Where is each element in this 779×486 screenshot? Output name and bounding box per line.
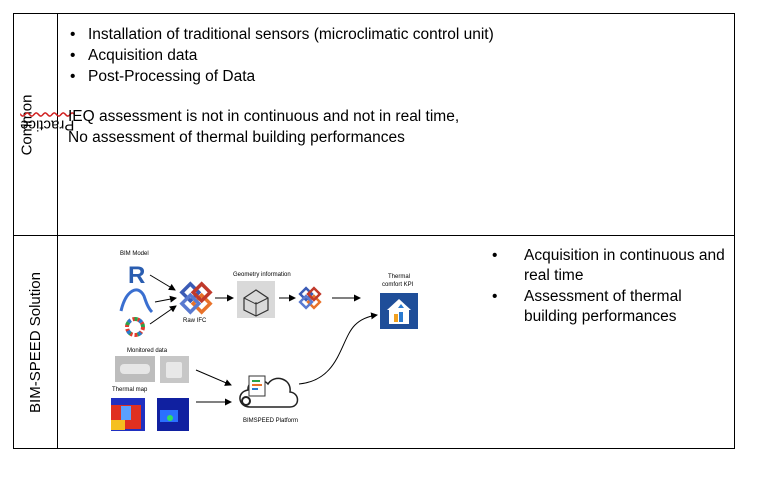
column-divider bbox=[57, 14, 58, 448]
kpi-label-line2: comfort KPI bbox=[382, 282, 414, 288]
ifc-logo-icon bbox=[298, 286, 322, 310]
arrow bbox=[195, 369, 232, 386]
svg-text:R: R bbox=[128, 262, 145, 289]
common-practice-cell: Installation of traditional sensors (mic… bbox=[68, 24, 494, 148]
revit-logo-icon: R bbox=[128, 262, 145, 289]
arrow bbox=[149, 305, 177, 325]
monitored-data-label: Monitored data bbox=[127, 348, 168, 354]
note-line: No assessment of thermal building perfor… bbox=[68, 129, 405, 146]
geometry-model-icon bbox=[237, 281, 275, 318]
arrow bbox=[149, 274, 176, 291]
bullet-item: Acquisition data bbox=[68, 45, 494, 66]
geometry-label: Geometry information bbox=[233, 272, 291, 278]
platform-cloud-icon bbox=[239, 375, 299, 408]
bullet-item: Installation of traditional sensors (mic… bbox=[68, 24, 494, 45]
thermal-map-image bbox=[111, 398, 145, 431]
platform-label: BIMSPEED Platform bbox=[243, 418, 299, 424]
bim-speed-benefits: Acquisition in continuous and real time … bbox=[490, 246, 730, 327]
arrow bbox=[154, 295, 177, 303]
curve-tool-icon bbox=[119, 288, 154, 314]
kpi-label-line1: Thermal bbox=[388, 274, 411, 280]
common-practice-note: IEQ assessment is not in continuous and … bbox=[68, 106, 494, 148]
bullet-item: Acquisition in continuous and real time bbox=[490, 246, 730, 286]
bullet-item: Assessment of thermal building performan… bbox=[490, 287, 730, 327]
bullet-item: Post-Processing of Data bbox=[68, 66, 494, 87]
color-ring-icon bbox=[125, 317, 145, 337]
thermal-map-label: Thermal map bbox=[112, 387, 148, 393]
raw-ifc-label: Raw IFC bbox=[183, 318, 207, 324]
thermal-comfort-kpi-icon bbox=[380, 293, 418, 329]
ifc-logo-icon bbox=[179, 281, 213, 315]
bim-model-label: BIM Model bbox=[120, 251, 149, 257]
comparison-table: Common Practice BIM-SPEED Solution Insta… bbox=[13, 13, 735, 449]
arrow bbox=[298, 312, 378, 385]
common-practice-bullets: Installation of traditional sensors (mic… bbox=[68, 24, 494, 87]
thermal-map-image bbox=[157, 398, 189, 431]
note-line: IEQ assessment is not in continuous and … bbox=[68, 108, 460, 125]
row-divider bbox=[14, 235, 734, 236]
